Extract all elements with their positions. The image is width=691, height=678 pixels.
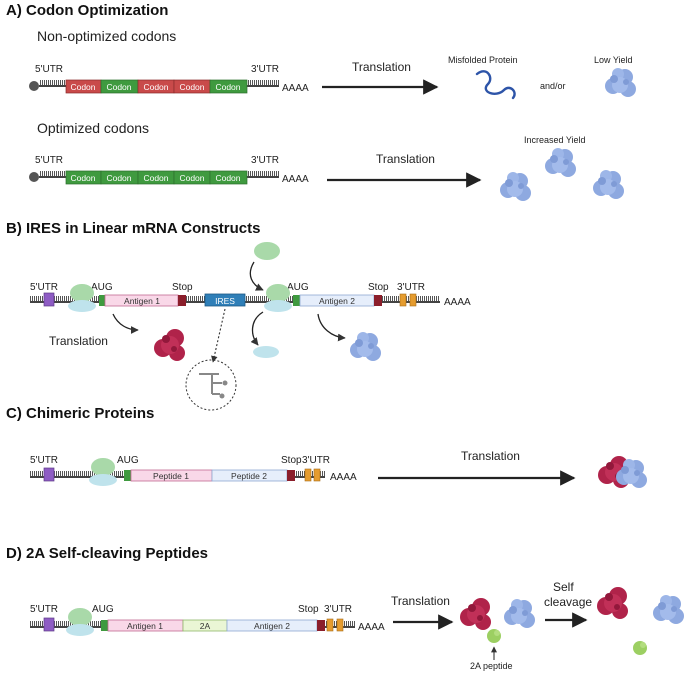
misfolded-label: Misfolded Protein [448,55,518,65]
mrna-chimeric [30,467,325,482]
translation-arrow-b1 [112,313,139,334]
stop-label-b1: Stop [172,282,193,293]
mrna-optimized [29,170,279,185]
ribosome-icon-b1 [68,284,96,312]
aug-label-d: AUG [92,604,114,615]
utr5-label-d: 5'UTR [30,604,58,615]
codon-opt-3: Codon [143,173,168,183]
translation-arrow-b2 [317,313,346,342]
section-a-title: A) Codon Optimization [6,2,168,19]
utr5-label: 5'UTR [35,64,63,75]
twoA-label: 2A [200,621,211,631]
polya-label-b: AAAA [444,297,471,308]
stop-label-c: Stop [281,455,302,466]
nonoptimized-label: Non-optimized codons [37,28,176,44]
mrna-nonoptimized [29,79,279,94]
peptide1-label: Peptide 1 [153,471,189,481]
fused-antigen2-icon [504,599,535,628]
twoA-peptide-label: 2A peptide [470,661,513,671]
codon-green-1: Codon [106,82,131,92]
mrna-ires [30,292,440,307]
utr3-label-b: 3'UTR [397,282,425,293]
yield-protein-2-icon [545,148,576,177]
section-c-title: C) Chimeric Proteins [6,405,154,422]
codon-opt-1: Codon [70,173,95,183]
utr3-label-c: 3'UTR [302,455,330,466]
antigen2-label-d: Antigen 2 [254,621,290,631]
stop-label-b2: Stop [368,282,389,293]
utr3-label: 3'UTR [251,64,279,75]
ribosome-icon-b2 [264,284,292,312]
aug-label-b1: AUG [91,282,113,293]
ires-label: IRES [215,296,235,306]
cleavage-label: cleavage [544,595,592,609]
translation-label-c: Translation [461,449,520,463]
chimeric-protein-icon [598,456,647,488]
peptide2-label: Peptide 2 [231,471,267,481]
antigen1-label-d: Antigen 1 [127,621,163,631]
low-yield-label: Low Yield [594,55,633,65]
codon-opt-2: Codon [106,173,131,183]
utr5-label-2: 5'UTR [35,155,63,166]
translation-label: Translation [352,60,411,74]
translation-label-d: Translation [391,594,450,608]
antigen1-protein-icon [154,329,185,361]
ribosome-large-subunit-icon [254,242,280,260]
codon-red-2: Codon [143,82,168,92]
utr3-label-d: 3'UTR [324,604,352,615]
fused-antigen1-icon [460,598,491,630]
stop-label-d: Stop [298,604,319,615]
increased-yield-label: Increased Yield [524,135,586,145]
codon-red-1: Codon [70,82,95,92]
ires-structure-circle [185,359,237,411]
cleaved-antigen2-icon [653,595,684,624]
antigen2-label-b: Antigen 2 [319,296,355,306]
cleaved-antigen1-icon [597,587,628,619]
andor-label: and/or [540,81,566,91]
yield-protein-1-icon [500,172,531,201]
polya-label-c: AAAA [330,472,357,483]
aug-label-b2: AUG [287,282,309,293]
mrna-2a [30,617,355,632]
misfolded-protein-icon [475,70,516,100]
ires-structure-icon [199,373,222,395]
ribosome-icon-d [66,608,94,636]
section-d-title: D) 2A Self-cleaving Peptides [6,545,208,562]
utr5-label-b: 5'UTR [30,282,58,293]
codon-opt-4: Codon [179,173,204,183]
utr5-label-c: 5'UTR [30,455,58,466]
codon-opt-5: Codon [215,173,240,183]
translation-label-b: Translation [49,334,108,348]
ires-structure-arrow [211,308,226,363]
translation-label-2: Translation [376,152,435,166]
ribosome-icon-c [89,458,117,486]
codon-green-2: Codon [215,82,240,92]
polya-label: AAAA [282,83,309,94]
self-label: Self [553,580,574,594]
utr3-label-2: 3'UTR [251,155,279,166]
polya-label-d: AAAA [358,622,385,633]
low-yield-protein-icon [605,68,636,97]
subunit-arrow-out [250,311,264,346]
subunit-arrow-in [249,261,264,291]
antigen2-protein-icon [350,332,381,361]
polya-label-2: AAAA [282,174,309,185]
codon-red-3: Codon [179,82,204,92]
ribosome-small-subunit-icon [253,346,279,358]
antigen1-label-b: Antigen 1 [124,296,160,306]
yield-protein-3-icon [593,170,624,199]
aug-label-c: AUG [117,455,139,466]
section-b-title: B) IRES in Linear mRNA Constructs [6,220,260,237]
optimized-label: Optimized codons [37,120,149,136]
